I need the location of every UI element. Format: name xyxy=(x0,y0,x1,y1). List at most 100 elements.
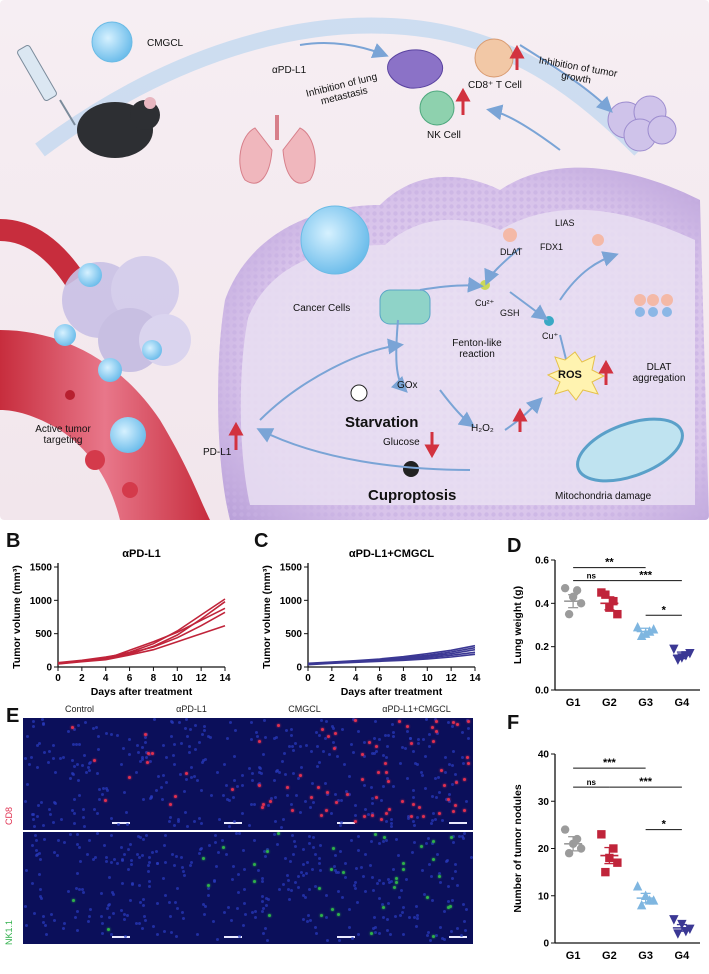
nucleus-dot xyxy=(445,860,449,864)
nucleus-dot xyxy=(264,926,268,930)
nucleus-dot xyxy=(38,858,42,862)
nucleus-dot xyxy=(289,727,293,731)
nucleus-dot xyxy=(256,783,260,787)
nucleus-dot xyxy=(75,909,79,913)
marker-positive-cell xyxy=(319,914,323,918)
marker-positive-cell xyxy=(93,758,97,762)
nucleus-dot xyxy=(236,784,240,788)
nucleus-dot xyxy=(75,887,79,891)
nucleus-dot xyxy=(107,876,111,880)
nucleus-dot xyxy=(23,799,27,803)
nucleus-dot xyxy=(181,869,185,873)
nucleus-dot xyxy=(399,761,403,765)
nucleus-dot xyxy=(182,917,186,921)
nucleus-dot xyxy=(443,910,447,914)
nucleus-dot xyxy=(385,744,389,748)
label-cancer-cells: Cancer Cells xyxy=(293,303,351,314)
nucleus-dot xyxy=(49,813,53,817)
nucleus-dot xyxy=(241,848,245,852)
nucleus-dot xyxy=(201,903,205,907)
nucleus-dot xyxy=(313,852,317,856)
nucleus-dot xyxy=(110,861,114,865)
marker-positive-cell xyxy=(385,812,389,816)
nucleus-dot xyxy=(259,766,263,770)
y-axis-label: Number of tumor nodules xyxy=(512,784,524,912)
nucleus-dot xyxy=(225,798,229,802)
marker-positive-cell xyxy=(318,886,322,890)
label-lias: LIAS xyxy=(555,218,575,228)
nucleus-dot xyxy=(410,851,414,855)
marker-positive-cell xyxy=(326,791,330,795)
marker-positive-cell xyxy=(455,781,459,785)
y-tick-label: 1500 xyxy=(30,563,53,574)
nucleus-dot xyxy=(249,737,253,741)
nucleus-dot xyxy=(73,812,77,816)
nucleus-dot xyxy=(447,900,451,904)
nucleus-dot xyxy=(266,803,270,807)
nucleus-dot xyxy=(432,812,436,816)
nucleus-dot xyxy=(305,919,309,923)
nucleus-dot xyxy=(412,788,416,792)
nucleus-dot xyxy=(237,832,241,836)
nucleus-dot xyxy=(434,818,438,822)
nucleus-dot xyxy=(461,902,465,906)
marker-positive-cell xyxy=(402,868,406,872)
nucleus-dot xyxy=(174,935,178,939)
nucleus-dot xyxy=(318,868,322,872)
nucleus-dot xyxy=(211,920,215,924)
nucleus-dot xyxy=(36,815,40,819)
nucleus-dot xyxy=(282,817,286,821)
nucleus-dot xyxy=(362,755,366,759)
nucleus-dot xyxy=(232,755,236,759)
nucleus-dot xyxy=(41,824,45,828)
nucleus-dot xyxy=(460,755,464,759)
nucleus-dot xyxy=(55,854,59,858)
nucleus-dot xyxy=(224,852,228,856)
nucleus-dot xyxy=(33,912,36,916)
nucleus-dot xyxy=(231,865,235,869)
nucleus-dot xyxy=(301,862,305,866)
nucleus-dot xyxy=(160,797,164,801)
nucleus-dot xyxy=(450,929,454,933)
nucleus-dot xyxy=(400,911,404,915)
nucleus-dot xyxy=(454,863,458,867)
data-point xyxy=(560,583,570,593)
nucleus-dot xyxy=(202,912,206,916)
data-point xyxy=(673,655,683,665)
nucleus-dot xyxy=(355,901,359,905)
marker-positive-cell xyxy=(260,805,264,809)
nucleus-dot xyxy=(209,736,213,740)
nucleus-dot xyxy=(204,904,208,908)
nucleus-dot xyxy=(165,781,169,785)
nucleus-dot xyxy=(165,756,169,760)
nucleus-dot xyxy=(390,723,394,727)
nucleus-dot xyxy=(427,837,431,841)
nucleus-dot xyxy=(456,884,460,888)
x-tick-label: G2 xyxy=(602,950,617,962)
nucleus-dot xyxy=(126,848,130,852)
nucleus-dot xyxy=(436,732,440,736)
label-fenton: Fenton-like reaction xyxy=(452,338,502,360)
nucleus-dot xyxy=(75,762,79,766)
nucleus-dot xyxy=(392,731,396,735)
nucleus-dot xyxy=(340,821,344,825)
marker-positive-cell xyxy=(375,796,379,800)
nucleus-dot xyxy=(306,913,310,917)
significance-label: ns xyxy=(587,778,597,787)
label-h2o2: H₂O₂ xyxy=(471,423,494,434)
nucleus-dot xyxy=(389,880,393,884)
nucleus-dot xyxy=(357,933,361,937)
nucleus-dot xyxy=(284,773,288,777)
label-dlat-aggregation: DLAT aggregation xyxy=(632,362,686,384)
marker-positive-cell xyxy=(268,800,272,804)
nucleus-dot xyxy=(149,794,153,798)
label-cuproptosis: Cuproptosis xyxy=(368,487,457,504)
nucleus-dot xyxy=(430,875,434,879)
nucleus-dot xyxy=(317,861,321,865)
nucleus-dot xyxy=(357,835,361,839)
nucleus-dot xyxy=(67,890,71,894)
marker-positive-cell xyxy=(276,724,280,727)
nucleus-dot xyxy=(431,899,435,903)
nucleus-dot xyxy=(403,747,407,751)
